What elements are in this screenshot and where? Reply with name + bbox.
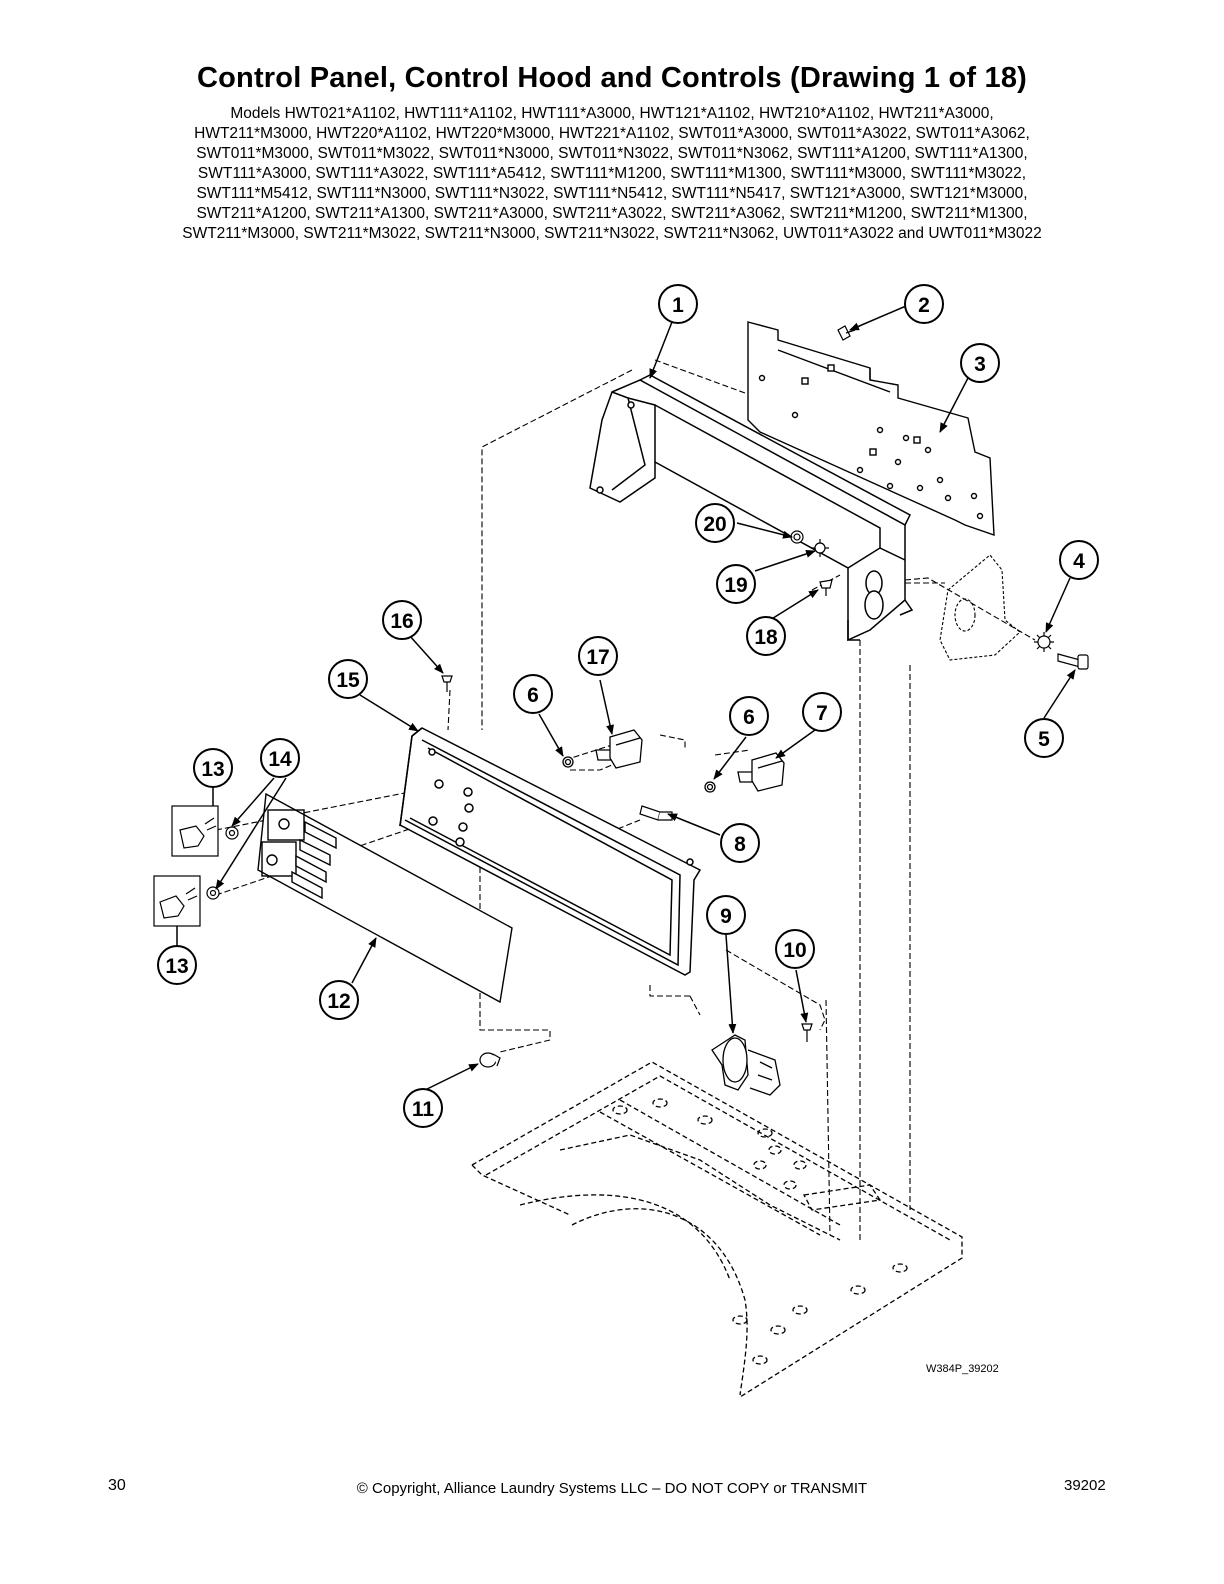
callout-7: 7 <box>802 692 842 732</box>
star-washer-part-19 <box>811 539 829 557</box>
copyright-notice: © Copyright, Alliance Laundry Systems LL… <box>356 1480 868 1497</box>
switch-part-17 <box>562 729 643 769</box>
callout-17: 17 <box>578 636 618 676</box>
drawing-id: W384P_39202 <box>926 1363 999 1375</box>
pressure-switch-part-9 <box>711 1034 781 1096</box>
svg-text:1: 1 <box>672 294 684 317</box>
callout-6-right: 6 <box>729 696 769 736</box>
callout-3: 3 <box>960 343 1000 383</box>
page-title: Control Panel, Control Hood and Controls… <box>196 62 1028 94</box>
svg-text:18: 18 <box>754 626 778 649</box>
callout-12: 12 <box>319 980 359 1020</box>
svg-text:13: 13 <box>201 758 224 781</box>
screw-part-2 <box>837 325 856 341</box>
svg-text:20: 20 <box>703 513 726 536</box>
svg-text:9: 9 <box>720 905 732 928</box>
svg-text:10: 10 <box>783 939 806 962</box>
svg-text:16: 16 <box>390 610 413 633</box>
control-console-part-15 <box>399 727 702 976</box>
indicator-lamp-part-8 <box>639 805 673 821</box>
callout-5: 5 <box>1024 718 1064 758</box>
svg-text:4: 4 <box>1073 550 1085 573</box>
model-list-line: SWT211*A1200, SWT211*A1300, SWT211*A3000… <box>196 205 1028 222</box>
callout-20: 20 <box>695 503 735 543</box>
callout-6-left: 6 <box>513 674 553 714</box>
svg-text:6: 6 <box>527 684 539 707</box>
model-list-line: SWT211*M3000, SWT211*M3022, SWT211*N3000… <box>182 225 1042 242</box>
svg-text:17: 17 <box>586 646 609 669</box>
svg-text:2: 2 <box>918 294 930 317</box>
svg-text:12: 12 <box>327 990 350 1013</box>
document-number: 39202 <box>1064 1477 1106 1494</box>
svg-text:7: 7 <box>816 702 828 725</box>
page-number: 30 <box>108 1477 126 1494</box>
screw-part-10 <box>801 1023 813 1042</box>
callout-19: 19 <box>716 564 756 604</box>
svg-text:19: 19 <box>724 574 747 597</box>
switch-part-7 <box>704 752 785 793</box>
callout-10: 10 <box>775 929 815 969</box>
callout-16: 16 <box>382 600 422 640</box>
svg-text:13: 13 <box>165 955 188 978</box>
callout-13-lower: 13 <box>157 945 197 985</box>
bracket-phantom-part-4 <box>939 554 1021 661</box>
svg-text:15: 15 <box>336 669 360 692</box>
model-list-line: SWT011*M3000, SWT011*M3022, SWT011*N3000… <box>196 145 1028 162</box>
knob-box-part-13-lower <box>153 875 220 927</box>
callout-14: 14 <box>260 738 300 778</box>
callout-4: 4 <box>1059 540 1099 580</box>
overlay-panel-part-12 <box>257 792 513 1004</box>
leader-lines <box>176 305 1076 1093</box>
svg-text:5: 5 <box>1038 728 1050 751</box>
callout-9: 9 <box>706 895 746 935</box>
model-list-line: SWT111*M5412, SWT111*N3000, SWT111*N3022… <box>196 185 1028 202</box>
model-list: Models HWT021*A1102, HWT111*A1102, HWT11… <box>96 104 1128 244</box>
svg-text:11: 11 <box>412 1098 435 1121</box>
svg-text:14: 14 <box>268 748 292 771</box>
screw-part-18 <box>819 579 833 596</box>
rear-panel-part-3 <box>747 321 995 537</box>
callout-1: 1 <box>658 284 698 324</box>
callout-13-upper: 13 <box>193 748 233 788</box>
callout-18: 18 <box>746 616 786 656</box>
svg-text:3: 3 <box>974 353 986 376</box>
model-list-line: Models HWT021*A1102, HWT111*A1102, HWT11… <box>230 105 994 122</box>
knob-box-part-13-upper <box>171 805 239 857</box>
cabinet-top-phantom <box>471 1061 963 1398</box>
callout-15: 15 <box>328 659 368 699</box>
screw-part-16 <box>441 675 453 692</box>
control-hood-part-1 <box>589 374 914 642</box>
callout-2: 2 <box>904 284 944 324</box>
callout-8: 8 <box>720 823 760 863</box>
foot-part-11 <box>479 1052 501 1068</box>
svg-text:6: 6 <box>743 706 755 729</box>
svg-text:8: 8 <box>734 833 746 856</box>
bolt-part-5 <box>1057 653 1089 670</box>
model-list-line: HWT211*M3000, HWT220*A1102, HWT220*M3000… <box>194 125 1030 142</box>
lock-washer-part-4 <box>1034 632 1054 652</box>
callout-11: 11 <box>403 1088 443 1128</box>
model-list-line: SWT111*A3000, SWT111*A3022, SWT111*A5412… <box>197 165 1027 182</box>
nut-part-20 <box>790 530 804 544</box>
